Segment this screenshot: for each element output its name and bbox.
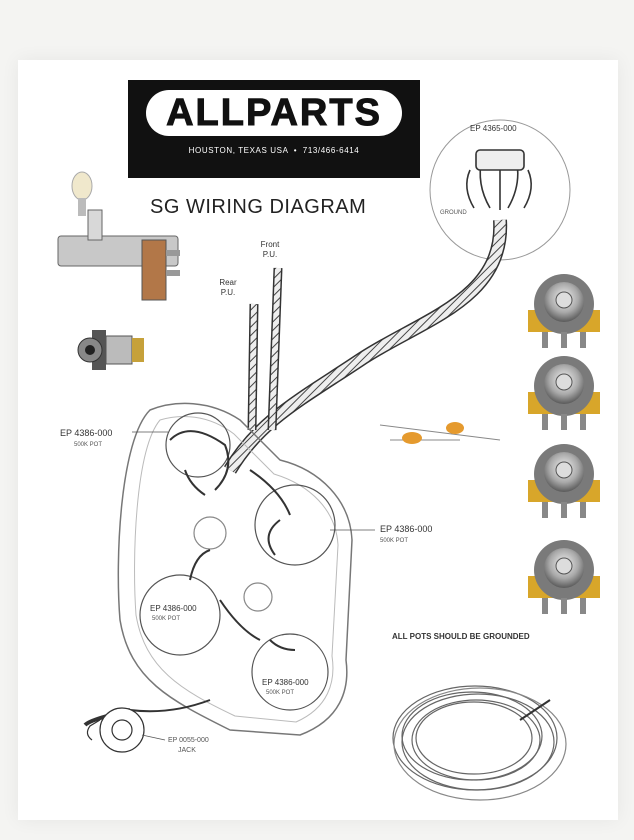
logo-location: HOUSTON, TEXAS USA xyxy=(188,146,289,155)
logo-phone: 713/466-6414 xyxy=(302,146,360,155)
pot-right-part-label: EP 4386-000 xyxy=(380,524,433,534)
switch-part-label: EP 4365-000 xyxy=(470,124,517,133)
ground-label: GROUND xyxy=(440,210,467,216)
cavity-pots xyxy=(139,412,336,711)
pot-bottom-right-part-label: EP 4386-000 xyxy=(262,678,309,687)
switch-cable xyxy=(223,219,508,474)
front-pu-word: Front xyxy=(260,240,280,249)
output-jack xyxy=(83,707,145,753)
cavity-wiring xyxy=(129,430,296,713)
pot-photos xyxy=(528,274,600,614)
pot-top-left-part-label: EP 4386-000 xyxy=(60,428,113,438)
grounding-note: ALL POTS SHOULD BE GROUNDED xyxy=(392,632,530,641)
pot-bottom-left-value-label: 500K POT xyxy=(152,616,181,622)
toggle-switch-photo xyxy=(57,171,180,301)
pot-bottom-left-part-label: EP 4386-000 xyxy=(150,604,197,613)
pot-bottom-right-value-label: 500K POT xyxy=(266,690,295,696)
jack-part-label: EP 0055-000 xyxy=(168,737,209,744)
rear-pu-label: Rear P.U. xyxy=(210,278,246,298)
rear-pu-abbr: P.U. xyxy=(220,288,236,297)
logo-contact: HOUSTON, TEXAS USA • 713/466-6414 xyxy=(188,146,360,155)
capacitors xyxy=(379,422,501,444)
rear-pu-word: Rear xyxy=(219,278,237,287)
leader-lines xyxy=(132,431,375,741)
jack-photo xyxy=(77,330,144,370)
front-pu-abbr: P.U. xyxy=(262,250,278,259)
jack-name-label: JACK xyxy=(178,747,196,754)
pickup-leads xyxy=(247,267,283,431)
control-cavity xyxy=(117,402,353,736)
pot-right-value-label: 500K POT xyxy=(380,538,409,544)
diagram-title: SG WIRING DIAGRAM xyxy=(150,196,367,218)
logo-wordmark: ALLPARTS xyxy=(146,90,402,136)
coiled-wire xyxy=(392,685,567,801)
allparts-logo: ALLPARTS HOUSTON, TEXAS USA • 713/466-64… xyxy=(128,80,420,178)
front-pu-label: Front P.U. xyxy=(250,240,290,260)
pot-top-left-value-label: 500K POT xyxy=(74,442,103,448)
